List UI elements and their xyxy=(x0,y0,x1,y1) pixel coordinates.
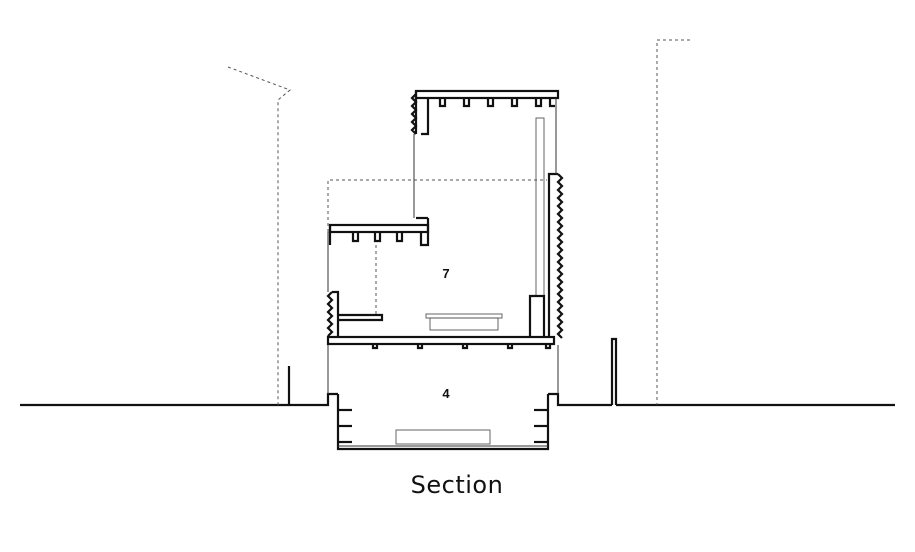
upper-left-wall-zigzag xyxy=(410,93,418,135)
neighbour-profile-middle xyxy=(327,179,547,292)
neighbour-building-left xyxy=(227,66,291,405)
room-label-upper: 7 xyxy=(442,266,449,281)
mid-roof-slab xyxy=(328,223,430,234)
table-base xyxy=(429,317,499,331)
room-label-lower: 4 xyxy=(442,386,450,401)
table-top xyxy=(425,313,503,319)
left-wall-lower xyxy=(332,290,340,337)
basement-wall-left-ribs xyxy=(338,408,352,444)
right-wall-inner xyxy=(547,172,558,337)
neighbour-building-right xyxy=(656,39,690,405)
basement-fixture xyxy=(395,429,491,445)
built-in-cabinet xyxy=(528,294,546,337)
basement-enclosure xyxy=(336,394,550,451)
right-wall-zigzag xyxy=(556,173,564,339)
window-sill-left xyxy=(338,313,384,322)
first-floor-ribs xyxy=(371,344,552,350)
ground-line-left xyxy=(20,392,338,407)
built-in-shelf xyxy=(535,117,545,297)
mid-roof-ribs xyxy=(351,232,404,243)
top-roof-slab xyxy=(414,89,560,100)
left-wall-lower-zigzag xyxy=(326,291,334,337)
fence-post-right xyxy=(610,337,618,405)
top-roof-parapet-left xyxy=(414,91,430,136)
basement-wall-right-ribs xyxy=(534,408,548,444)
drawing-caption: Section xyxy=(411,471,504,499)
ground-line-right xyxy=(548,392,612,407)
first-floor-slab xyxy=(326,335,556,346)
top-roof-ribs xyxy=(438,98,555,108)
mid-roof-parapet xyxy=(328,218,430,247)
